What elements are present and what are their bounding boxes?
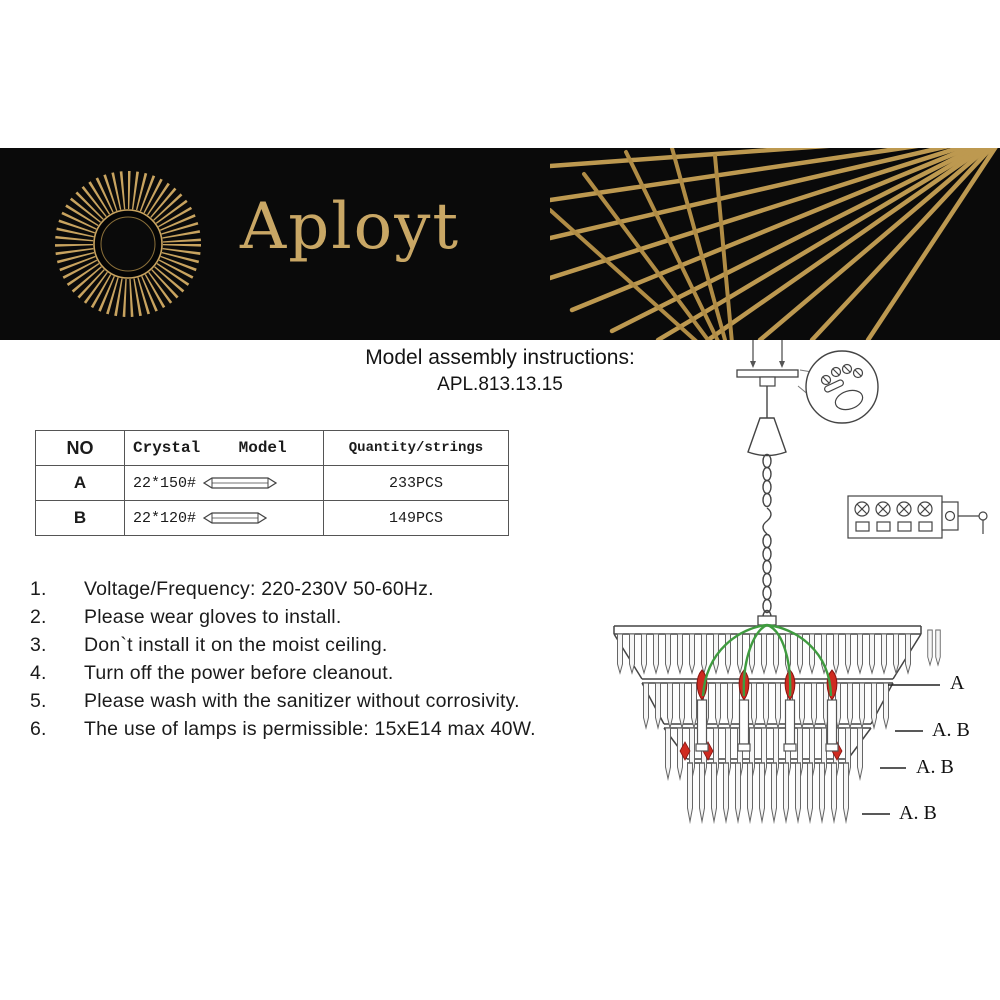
- item-number: 4.: [30, 662, 47, 684]
- instruction-list: 1. Voltage/Frequency: 220-230V 50-60Hz. …: [30, 575, 625, 743]
- instruction-item: 5. Please wash with the sanitizer withou…: [30, 687, 625, 715]
- arrow-down-icon: [750, 361, 756, 368]
- instruction-item: 2. Please wear gloves to install.: [30, 603, 625, 631]
- diagram-label-ab: A. B: [932, 719, 970, 741]
- cell-no: B: [35, 500, 125, 536]
- table-row: B 22*120# 149PCS: [35, 500, 509, 536]
- diagram-label-a: A: [950, 672, 965, 694]
- crystal-size: 22*150#: [133, 474, 197, 492]
- item-text: The use of lamps is permissible: 15xE14 …: [84, 718, 536, 740]
- table-row: A 22*150# 233PCS: [35, 465, 509, 501]
- instruction-item: 3. Don`t install it on the moist ceiling…: [30, 631, 625, 659]
- crystal-size: 22*120#: [133, 509, 197, 527]
- item-text: Don`t install it on the moist ceiling.: [84, 634, 388, 656]
- item-number: 6.: [30, 718, 47, 740]
- brand-name: Aployt: [240, 190, 461, 264]
- cell-no: A: [35, 465, 125, 501]
- item-number: 2.: [30, 606, 47, 628]
- item-text: Turn off the power before cleanout.: [84, 662, 394, 684]
- heading: Model assembly instructions: APL.813.13.…: [0, 346, 1000, 396]
- instruction-item: 4. Turn off the power before cleanout.: [30, 659, 625, 687]
- hand-icon: [824, 379, 864, 411]
- item-text: Please wear gloves to install.: [84, 606, 342, 628]
- cell-crystal: 22*120#: [124, 500, 324, 536]
- brand-banner: Aployt: [0, 148, 1000, 340]
- cell-quantity: 149PCS: [323, 500, 509, 536]
- item-number: 5.: [30, 690, 47, 712]
- arrow-down-icon: [779, 361, 785, 368]
- crystal-prism-icon: [203, 512, 268, 524]
- item-text: Voltage/Frequency: 220-230V 50-60Hz.: [84, 578, 434, 600]
- chandelier-assembly-diagram: [613, 340, 988, 823]
- detail-magnifier-circle: [805, 350, 879, 424]
- leader-lines: [862, 684, 940, 815]
- parts-table: NO Crystal Model Quantity/strings A 22*1…: [35, 430, 509, 536]
- banner-rays-decoration: [550, 148, 998, 340]
- screws-detail-icon: [820, 363, 864, 386]
- canopy: [747, 417, 787, 457]
- page-title: Model assembly instructions:: [365, 346, 635, 369]
- cell-crystal: 22*150#: [124, 465, 324, 501]
- col-header-quantity: Quantity/strings: [323, 430, 509, 466]
- terminal-block-diagram: [847, 495, 988, 539]
- item-number: 1.: [30, 578, 47, 600]
- instruction-item: 6. The use of lamps is permissible: 15xE…: [30, 715, 625, 743]
- diagram-label-ab: A. B: [916, 756, 954, 778]
- col-header-crystal: Crystal Model: [124, 430, 324, 466]
- green-wires: [701, 623, 833, 697]
- model-number: APL.813.13.15: [437, 374, 563, 395]
- chain: [762, 453, 772, 625]
- cell-quantity: 233PCS: [323, 465, 509, 501]
- diagram-label-ab: A. B: [899, 802, 937, 824]
- item-number: 3.: [30, 634, 47, 656]
- item-text: Please wash with the sanitizer without c…: [84, 690, 520, 712]
- sunburst-logo-icon: [55, 171, 201, 317]
- col-header-no: NO: [35, 430, 125, 466]
- instruction-item: 1. Voltage/Frequency: 220-230V 50-60Hz.: [30, 575, 625, 603]
- table-header-row: NO Crystal Model Quantity/strings: [35, 430, 509, 466]
- crystal-prism-icon: [203, 477, 278, 489]
